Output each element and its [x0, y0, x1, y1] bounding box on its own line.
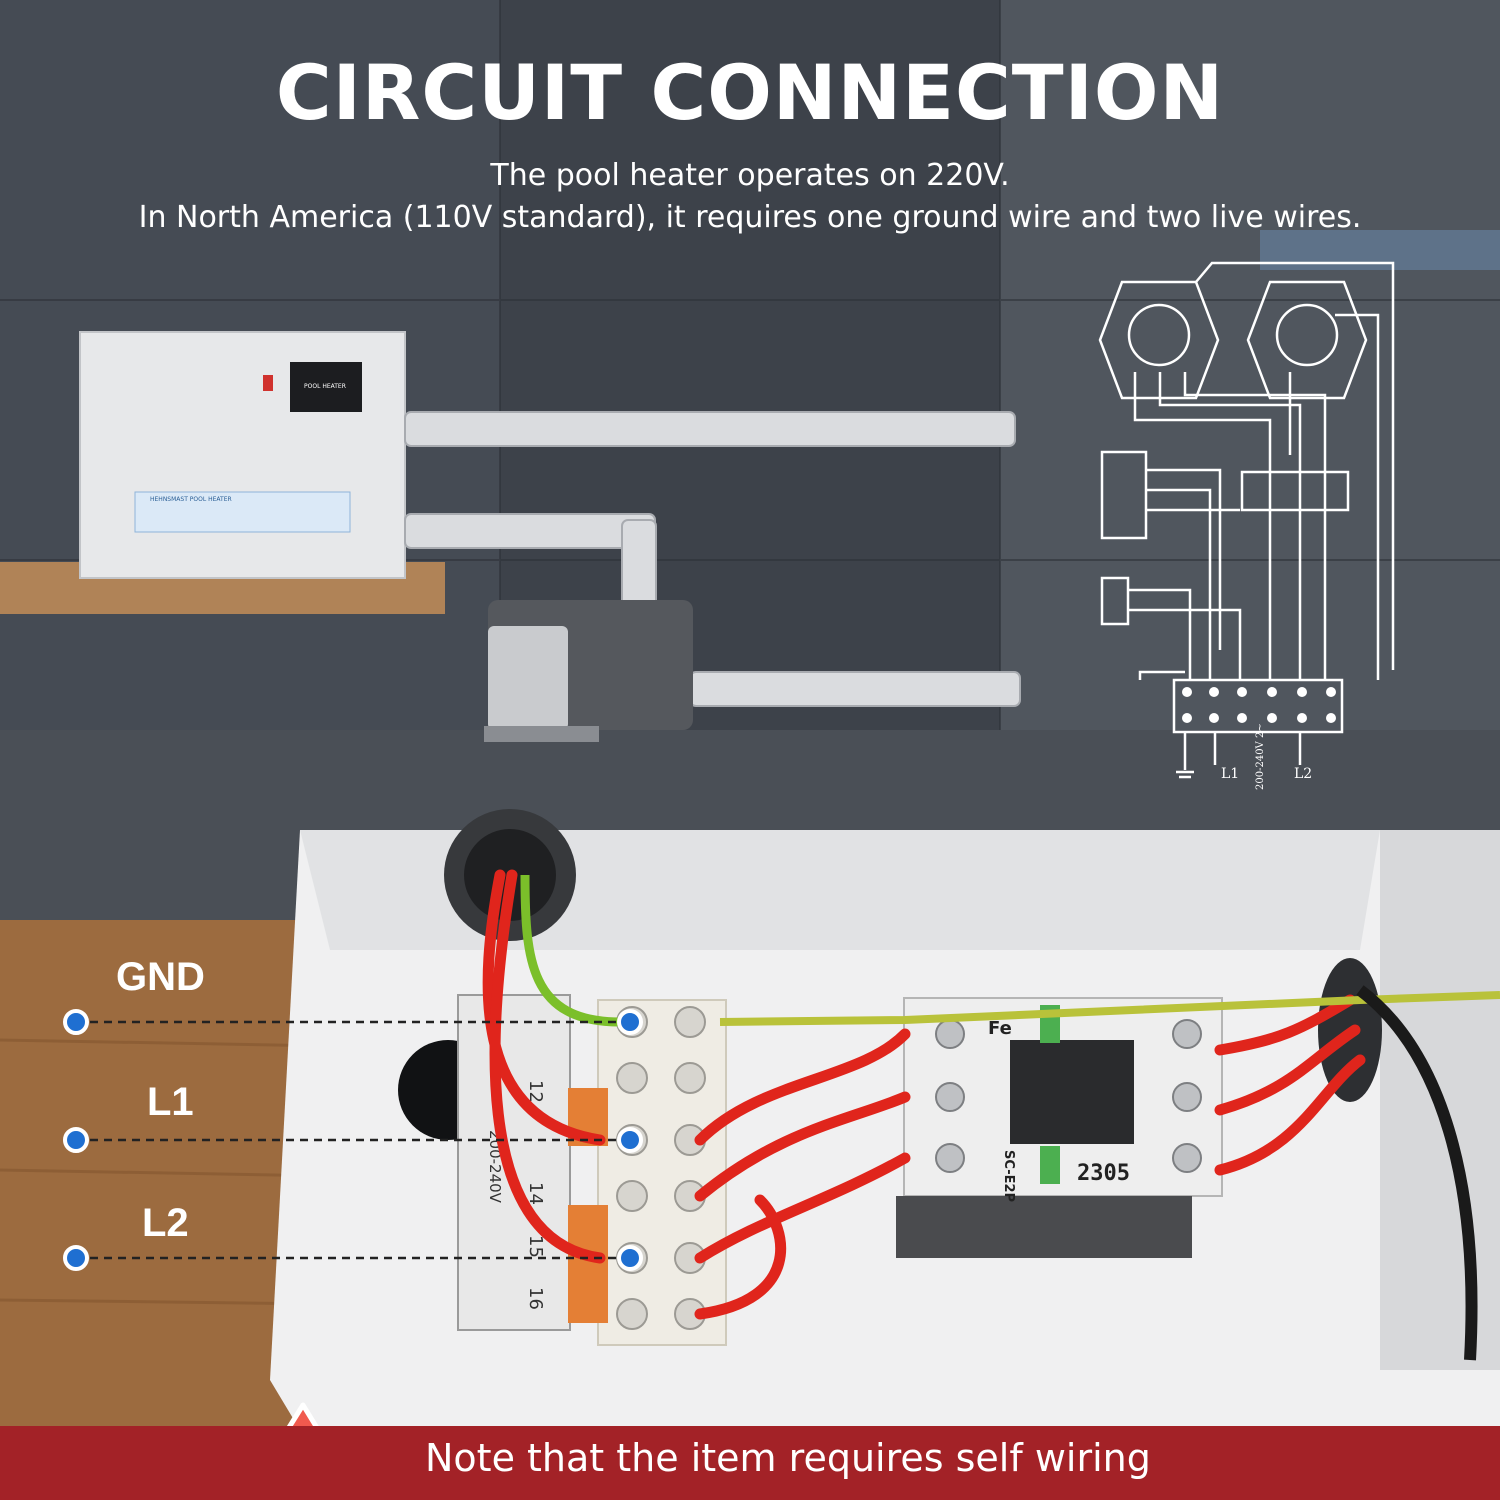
- gnd-label: GND: [116, 955, 205, 999]
- heater-sticker-label: HEHNSMAST POOL HEATER: [150, 496, 232, 503]
- electrical-box: [270, 809, 1500, 1430]
- contactor-brand: Fe: [988, 1018, 1012, 1039]
- red-wires: [482, 869, 1366, 1320]
- black-cable: [1356, 985, 1478, 1361]
- note-banner: [0, 1426, 1500, 1500]
- diagram-label-l2: L2: [1294, 766, 1312, 782]
- water-pump: [484, 600, 693, 742]
- l1-label: L1: [147, 1080, 194, 1124]
- terminal-number: 15: [525, 1235, 546, 1258]
- connection-markers: [63, 1009, 643, 1271]
- ground-wire-right: [719, 991, 1500, 1026]
- terminal-number: 14: [525, 1182, 546, 1205]
- heater-display-label: POOL HEATER: [304, 383, 346, 390]
- ground-wire: [520, 874, 621, 1027]
- pool-heater: [79, 331, 406, 579]
- l2-label: L2: [142, 1201, 189, 1245]
- subtitle-line-1: The pool heater operates on 220V.: [490, 158, 1010, 193]
- wiring-diagram: [1098, 261, 1395, 779]
- terminal-label-panel: [457, 994, 571, 1331]
- contactor-model: SC-E2P: [1001, 1150, 1016, 1202]
- note-text: Note that the item requires self wiring: [425, 1436, 1151, 1480]
- diagram-terminals: [1182, 687, 1336, 723]
- terminal-number: 16: [525, 1287, 546, 1310]
- page-title: CIRCUIT CONNECTION: [275, 48, 1225, 137]
- diagram-label-l1: L1: [1221, 766, 1239, 782]
- subtitle-line-2: In North America (110V standard), it req…: [138, 200, 1362, 235]
- diagram-label-voltage: 200-240V 2~: [1255, 723, 1266, 790]
- contactor-number: 2305: [1077, 1161, 1130, 1186]
- terminal-number: 12: [525, 1080, 546, 1103]
